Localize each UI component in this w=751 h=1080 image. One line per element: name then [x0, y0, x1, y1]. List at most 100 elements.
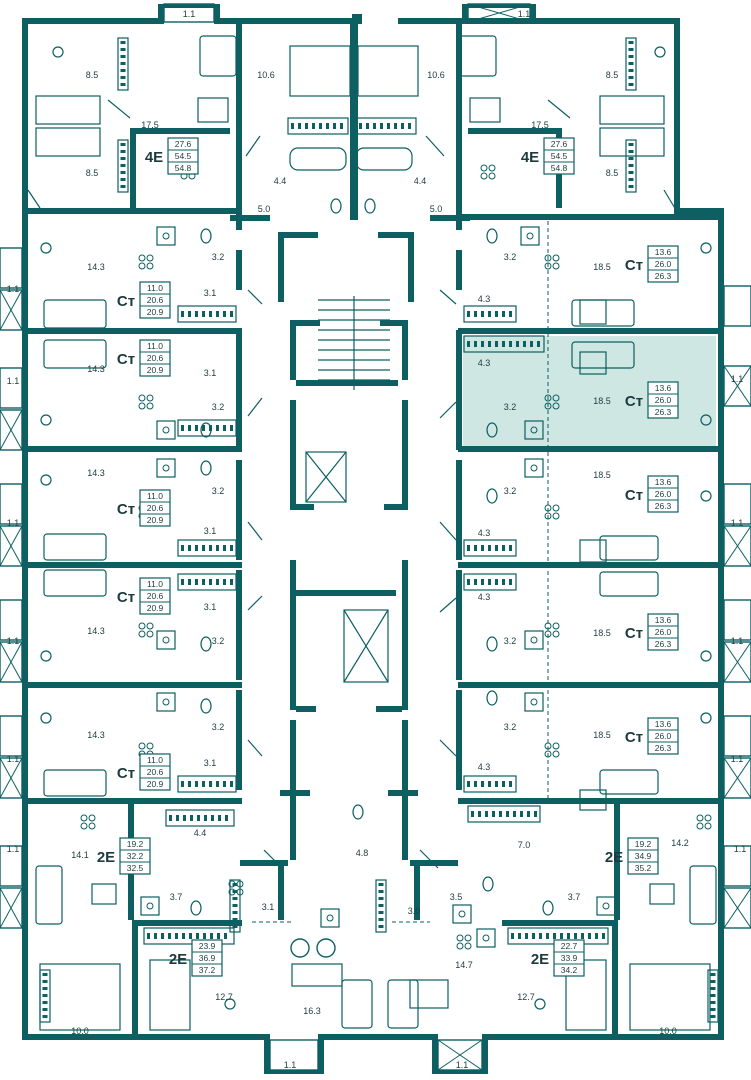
wall [456, 690, 462, 790]
wall [410, 860, 458, 866]
apartment-type: Ст [117, 765, 135, 782]
wall [456, 330, 462, 450]
wall [296, 504, 314, 510]
wall [22, 682, 242, 688]
room-area: 10.0 [659, 1026, 677, 1036]
room-area: 3.7 [568, 892, 581, 902]
burner [544, 254, 552, 262]
bed [565, 959, 607, 1031]
room-area: 17.5 [141, 120, 159, 130]
toilet [200, 228, 212, 244]
burner [552, 262, 560, 270]
wall [236, 330, 242, 450]
burner [480, 164, 488, 172]
toilet [364, 198, 376, 214]
balcony-cross [0, 887, 23, 929]
area-box [627, 837, 659, 875]
wall [22, 208, 28, 1040]
burner [704, 814, 712, 822]
room-area: 14.3 [87, 730, 105, 740]
wall [376, 706, 402, 712]
wall [296, 706, 316, 712]
balcony [0, 715, 23, 757]
balcony-label: 1.1 [456, 1060, 469, 1070]
wall [530, 4, 536, 24]
room-area: 10.0 [71, 1026, 89, 1036]
sofa [689, 865, 717, 925]
sink-drain [162, 636, 170, 644]
area-value: 19.2 [127, 839, 144, 849]
area-value: 36.9 [199, 953, 216, 963]
door-swing [439, 401, 457, 419]
burner [456, 934, 464, 942]
burner [146, 622, 154, 630]
sofa [599, 571, 659, 597]
chair [224, 998, 236, 1010]
room-area: 4.3 [478, 294, 491, 304]
burner [552, 394, 560, 402]
apartment-type: 4E [145, 149, 163, 166]
burner [552, 512, 560, 520]
chair [52, 46, 64, 58]
kitchen-counter [177, 305, 237, 323]
room-area: 18.5 [593, 628, 611, 638]
apartment-type: Ст [117, 293, 135, 310]
sink [524, 420, 544, 440]
area-box [167, 137, 199, 175]
toilet [330, 198, 342, 214]
wall [290, 560, 296, 710]
wall [22, 328, 242, 334]
wall [230, 215, 270, 221]
area-value: 11.0 [147, 283, 163, 293]
sink-drain [530, 464, 538, 472]
room-area: 8.5 [606, 168, 619, 178]
burner [146, 742, 154, 750]
room-area: 10.6 [257, 70, 275, 80]
sofa [571, 341, 635, 369]
balcony-label: 1.1 [731, 636, 744, 646]
burner [488, 172, 496, 180]
sink [476, 928, 496, 948]
balcony-cross [437, 1039, 483, 1071]
wall [718, 328, 724, 1040]
wall [388, 790, 418, 796]
wall [22, 18, 158, 24]
wall [468, 128, 562, 134]
kitchen-counter [463, 335, 545, 353]
balcony-label: 1.1 [284, 1060, 297, 1070]
sink-drain [146, 902, 154, 910]
room-area: 3.1 [204, 288, 217, 298]
area-value: 20.9 [147, 307, 164, 317]
area-value: 27.6 [551, 139, 568, 149]
burner [488, 164, 496, 172]
bed [149, 959, 191, 1031]
burner [138, 622, 146, 630]
sink [524, 458, 544, 478]
sink [140, 896, 160, 916]
room-area: 3.2 [212, 722, 225, 732]
burner [80, 822, 88, 830]
door-swing [425, 135, 445, 157]
room-area: 14.3 [87, 468, 105, 478]
area-value: 20.6 [147, 591, 164, 601]
chair [40, 474, 52, 486]
area-value: 26.3 [655, 271, 672, 281]
area-value: 26.3 [655, 743, 672, 753]
burner [146, 402, 154, 410]
